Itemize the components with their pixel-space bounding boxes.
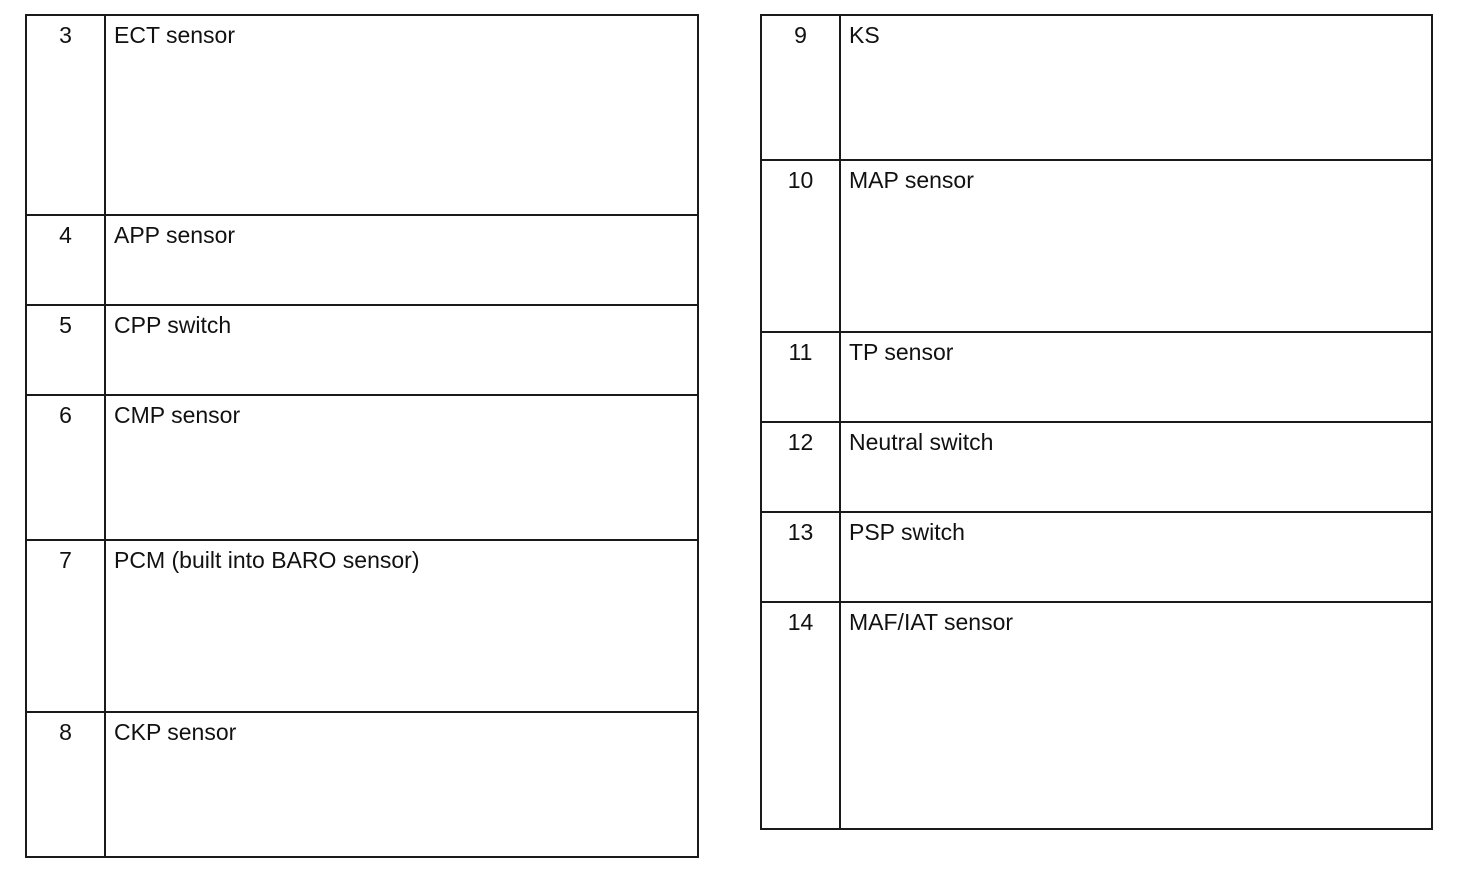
item-number: 13 xyxy=(760,511,841,603)
table-row: 8 CKP sensor xyxy=(25,711,699,858)
item-number: 4 xyxy=(25,214,106,306)
component-legend-table-right: 9 KS 10 MAP sensor 11 TP sensor 12 Neutr… xyxy=(760,14,1433,830)
item-label: CMP sensor xyxy=(104,394,699,541)
item-label: ECT sensor xyxy=(104,14,699,216)
table-row: 6 CMP sensor xyxy=(25,394,699,541)
item-label: PSP switch xyxy=(839,511,1433,603)
table-row: 11 TP sensor xyxy=(760,331,1433,423)
table-row: 7 PCM (built into BARO sensor) xyxy=(25,539,699,713)
item-label: KS xyxy=(839,14,1433,161)
table-row: 4 APP sensor xyxy=(25,214,699,306)
item-label: MAP sensor xyxy=(839,159,1433,333)
item-label: APP sensor xyxy=(104,214,699,306)
item-label: CKP sensor xyxy=(104,711,699,858)
item-label: PCM (built into BARO sensor) xyxy=(104,539,699,713)
table-row: 12 Neutral switch xyxy=(760,421,1433,513)
item-number: 6 xyxy=(25,394,106,541)
item-number: 7 xyxy=(25,539,106,713)
item-number: 3 xyxy=(25,14,106,216)
table-row: 3 ECT sensor xyxy=(25,14,699,216)
item-number: 9 xyxy=(760,14,841,161)
table-row: 13 PSP switch xyxy=(760,511,1433,603)
component-legend-table-left: 3 ECT sensor 4 APP sensor 5 CPP switch 6… xyxy=(25,14,699,858)
table-row: 10 MAP sensor xyxy=(760,159,1433,333)
item-number: 5 xyxy=(25,304,106,396)
table-row: 14 MAF/IAT sensor xyxy=(760,601,1433,830)
item-label: CPP switch xyxy=(104,304,699,396)
item-label: MAF/IAT sensor xyxy=(839,601,1433,830)
table-row: 5 CPP switch xyxy=(25,304,699,396)
item-number: 11 xyxy=(760,331,841,423)
table-row: 9 KS xyxy=(760,14,1433,161)
item-number: 12 xyxy=(760,421,841,513)
item-number: 8 xyxy=(25,711,106,858)
item-label: Neutral switch xyxy=(839,421,1433,513)
item-number: 14 xyxy=(760,601,841,830)
item-label: TP sensor xyxy=(839,331,1433,423)
item-number: 10 xyxy=(760,159,841,333)
